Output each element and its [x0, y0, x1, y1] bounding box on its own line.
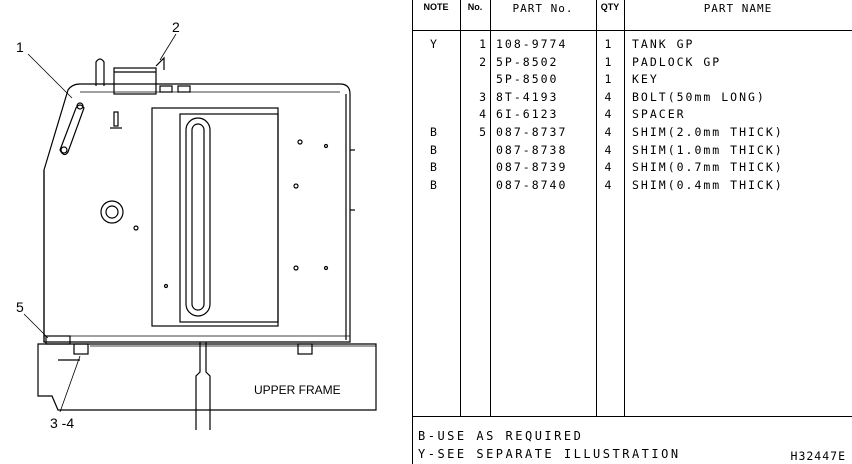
row-qty: 4: [604, 107, 614, 122]
table-row: 2 5P-8502 1 PADLOCK GP: [412, 55, 852, 73]
row-qty: 4: [604, 89, 614, 104]
callout-1: 1: [16, 39, 24, 55]
footer-note-b: B-USE AS REQUIRED: [418, 429, 584, 443]
row-qty: 4: [604, 177, 614, 192]
row-part-no: 8T-4193: [496, 89, 559, 104]
table-row: Y 1 108-9774 1 TANK GP: [412, 37, 852, 55]
padlock-housing: [113, 67, 157, 95]
row-qty: 1: [604, 72, 614, 87]
row-number: 2: [479, 54, 488, 69]
row-part-no: 087-8739: [496, 160, 568, 175]
drain-hose: [195, 342, 211, 430]
row-part-name: SHIM(1.0mm THICK): [632, 142, 784, 157]
callout-3-4: 3 -4: [50, 415, 74, 431]
row-qty: 1: [604, 37, 614, 51]
callout-5: 5: [16, 299, 24, 315]
sight-gauge-frame: [179, 113, 279, 323]
row-part-name: TANK GP: [632, 37, 695, 51]
row-part-no: 087-8738: [496, 142, 568, 157]
inner-panel: [151, 107, 279, 327]
drain-plug: [100, 200, 124, 224]
tank-outline: [43, 83, 351, 343]
sight-gauge: [185, 117, 211, 317]
upper-frame: [37, 343, 377, 411]
row-part-name: BOLT(50mm LONG): [632, 89, 766, 104]
row-qty: 4: [604, 160, 614, 175]
parts-table: NOTE No. PART No. QTY PART NAME Y 1 108-97…: [412, 0, 852, 464]
row-part-name: SHIM(0.7mm THICK): [632, 160, 784, 175]
row-number: 3: [479, 89, 488, 104]
row-part-name: KEY: [632, 72, 659, 87]
header-note: NOTE: [423, 2, 449, 12]
row-part-name: SHIM(0.4mm THICK): [632, 177, 784, 192]
row-qty: 4: [604, 142, 614, 157]
row-note: B: [430, 160, 439, 175]
row-number: 5: [479, 124, 488, 139]
table-row: 3 8T-4193 4 BOLT(50mm LONG): [412, 90, 852, 108]
table-row: 4 6I-6123 4 SPACER: [412, 107, 852, 125]
row-qty: 4: [604, 124, 614, 139]
row-part-name: SHIM(2.0mm THICK): [632, 124, 784, 139]
parts-illustration: 1 2 5 3 -4 UPPER FRAME: [16, 19, 377, 431]
tank-handle: [59, 104, 85, 156]
row-part-no: 087-8740: [496, 177, 568, 192]
row-number: 1: [479, 37, 488, 51]
row-part-no: 5P-8500: [496, 72, 559, 87]
row-note: Y: [430, 37, 439, 51]
row-qty: 1: [604, 54, 614, 69]
header-qty: QTY: [600, 2, 620, 12]
row-note: B: [430, 124, 439, 139]
callout-2: 2: [172, 19, 180, 35]
table-row: B 5 087-8737 4 SHIM(2.0mm THICK): [412, 125, 852, 143]
table-row: B 087-8738 4 SHIM(1.0mm THICK): [412, 143, 852, 161]
footer-note-y: Y-SEE SEPARATE ILLUSTRATION: [418, 447, 681, 461]
row-part-name: PADLOCK GP: [632, 54, 722, 69]
row-note: B: [430, 177, 439, 192]
table-row: 5P-8500 1 KEY: [412, 72, 852, 90]
illustration-code: H32447E: [790, 449, 846, 463]
upper-frame-label: UPPER FRAME: [254, 383, 341, 397]
row-part-no: 108-9774: [496, 37, 568, 51]
row-note: B: [430, 142, 439, 157]
row-part-no: 087-8737: [496, 124, 568, 139]
row-part-no: 5P-8502: [496, 54, 559, 69]
header-part-name: PART NAME: [703, 2, 773, 15]
row-number: 4: [479, 107, 488, 122]
header-no: No.: [467, 2, 483, 12]
shim-block: [45, 335, 71, 345]
row-part-name: SPACER: [632, 107, 686, 122]
header-part-no: PART No.: [512, 2, 574, 15]
row-part-no: 6I-6123: [496, 107, 559, 122]
table-row: B 087-8740 4 SHIM(0.4mm THICK): [412, 178, 852, 196]
table-row: B 087-8739 4 SHIM(0.7mm THICK): [412, 160, 852, 178]
